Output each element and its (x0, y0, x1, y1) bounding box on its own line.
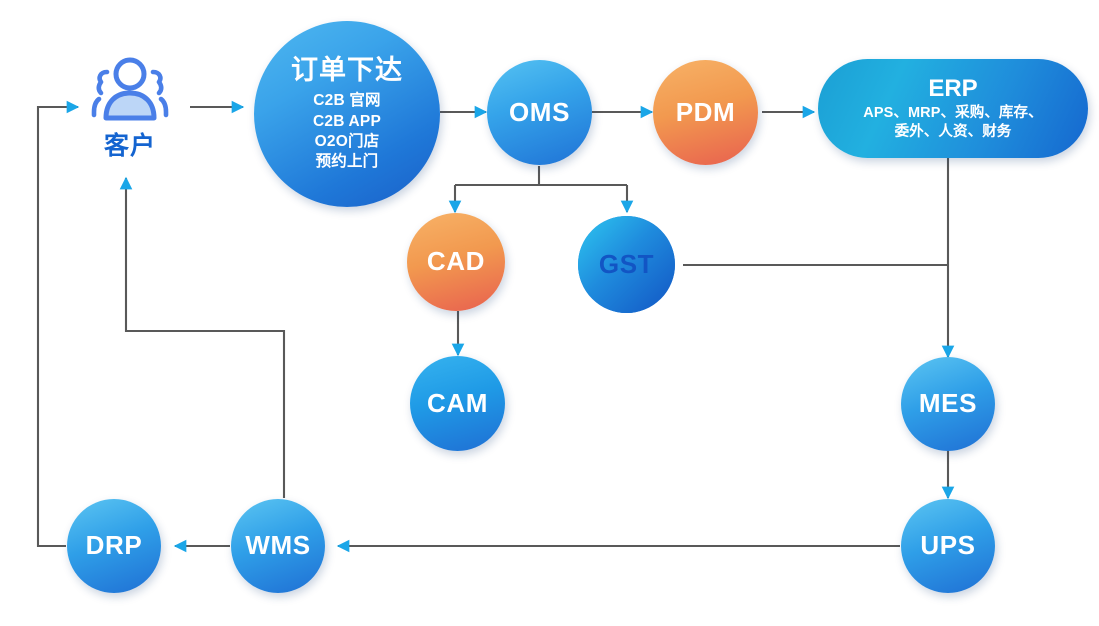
node-ups-label: UPS (920, 530, 976, 561)
node-order-sub-2: O2O门店 (314, 133, 380, 151)
node-erp-sublist: APS、MRP、采购、库存、 委外、人资、财务 (863, 104, 1042, 142)
node-ups[interactable]: UPS (901, 499, 995, 593)
node-cad[interactable]: CAD (407, 213, 505, 311)
node-erp-sub-0: APS、MRP、采购、库存、 (863, 104, 1043, 121)
node-drp[interactable]: DRP (67, 499, 161, 593)
node-erp[interactable]: ERP APS、MRP、采购、库存、 委外、人资、财务 (818, 59, 1088, 158)
node-cam-label: CAM (426, 387, 488, 418)
node-order-sub-0: C2B 官网 (313, 92, 381, 110)
node-wms[interactable]: WMS (231, 499, 325, 593)
node-cad-label: CAD (426, 246, 486, 277)
node-erp-label: ERP (928, 75, 978, 103)
node-drp-label: DRP (85, 530, 143, 561)
node-order[interactable]: 订单下达 C2B 官网 C2B APP O2O门店 预约上门 (254, 21, 440, 207)
node-pdm[interactable]: PDM (653, 60, 758, 165)
node-cam[interactable]: CAM (410, 356, 505, 451)
customer-label: 客户 (103, 132, 156, 160)
customer-node[interactable]: 客户 (76, 52, 184, 162)
node-pdm-label: PDM (675, 96, 736, 127)
node-gst[interactable]: GST (577, 215, 676, 314)
edge-drp-to-customer (36, 100, 80, 548)
node-order-sub-1: C2B APP (312, 112, 381, 130)
node-order-sub-3: 预约上门 (315, 153, 379, 171)
node-oms[interactable]: OMS (487, 60, 592, 165)
users-group-icon (91, 57, 169, 121)
node-order-title: 订单下达 (291, 55, 403, 86)
edge-wms-to-customer (119, 176, 286, 498)
node-mes[interactable]: MES (901, 357, 995, 451)
node-oms-label: OMS (508, 96, 571, 127)
node-wms-label: WMS (245, 530, 311, 561)
node-order-sublist: C2B 官网 C2B APP O2O门店 预约上门 (313, 91, 381, 173)
node-erp-sub-1: 委外、人资、财务 (894, 123, 1012, 140)
node-gst-label: GST (598, 248, 655, 279)
node-mes-label: MES (918, 388, 978, 419)
